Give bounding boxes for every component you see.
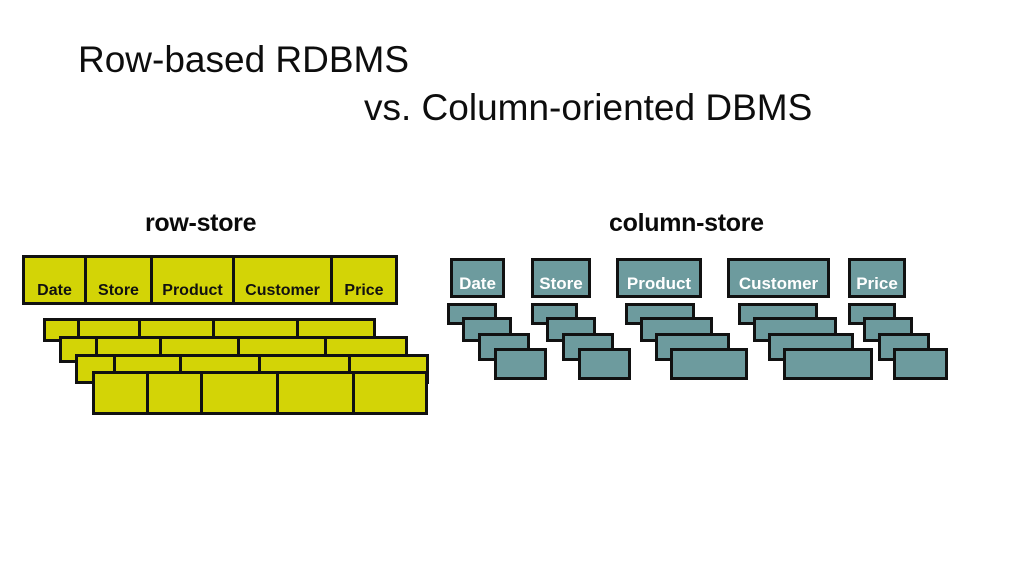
row-store-record-cell — [116, 357, 182, 381]
row-store-record — [92, 371, 428, 415]
column-store-value-box-price — [893, 348, 948, 380]
row-store-record-cell — [240, 339, 328, 360]
title-line-secondary: vs. Column-oriented DBMS — [364, 87, 813, 128]
column-store-column-header-store: Store — [531, 258, 591, 298]
row-store-column-header-product: Product — [153, 258, 235, 302]
row-store-column-header-customer: Customer — [235, 258, 333, 302]
row-store-record-cell — [182, 357, 262, 381]
column-store-value-box-date — [494, 348, 547, 380]
row-store-record-cell — [141, 321, 215, 339]
column-store-value-box-customer — [783, 348, 873, 380]
row-store-record-cell — [261, 357, 352, 381]
column-store-heading: column-store — [609, 209, 764, 237]
row-store-heading: row-store — [145, 209, 257, 237]
row-store-record-cell — [203, 374, 279, 412]
row-store-column-header-date: Date — [25, 258, 87, 302]
column-store-value-box-product — [670, 348, 748, 380]
column-store-column-header-customer: Customer — [727, 258, 830, 298]
row-store-record-cell — [98, 339, 162, 360]
row-store-record-cell — [162, 339, 240, 360]
row-store-column-header-price: Price — [344, 282, 384, 299]
title-line-primary: Row-based RDBMS — [78, 39, 410, 80]
row-store-record-cell — [95, 374, 149, 412]
page-title: Row-based RDBMS vs. Column-oriented DBMS — [78, 36, 958, 132]
row-store-record-cell — [149, 374, 203, 412]
row-store-record-cell — [62, 339, 98, 360]
row-store-record-cell — [78, 357, 116, 381]
row-store-record-cell — [279, 374, 355, 412]
row-store-record-cell — [80, 321, 141, 339]
column-store-column-header-price: Price — [848, 258, 906, 298]
column-store-value-box-store — [578, 348, 631, 380]
row-store-record-cell — [215, 321, 299, 339]
row-store-record-cell — [355, 374, 425, 412]
row-store-column-header-store: Store — [87, 258, 153, 302]
column-store-column-header-date: Date — [450, 258, 505, 298]
row-store-record-cell — [46, 321, 80, 339]
column-store-column-header-product: Product — [616, 258, 702, 298]
